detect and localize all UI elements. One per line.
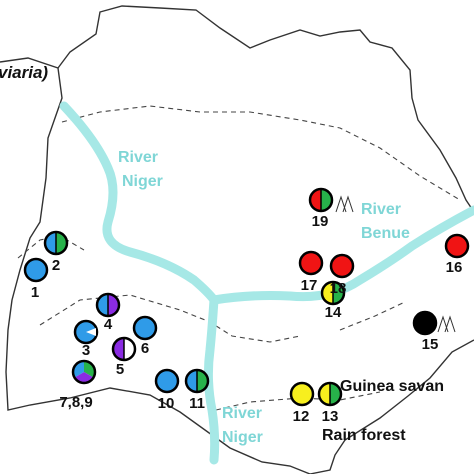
site-marker: 14	[320, 280, 346, 321]
zone-boundary	[61, 105, 461, 201]
hill-symbol	[437, 315, 456, 333]
site-label: 18	[330, 280, 347, 297]
country-border	[0, 57, 474, 474]
zone-label-rain-forest: Rain forest	[322, 427, 406, 444]
site-fill	[289, 381, 315, 407]
site-marker: 4	[95, 292, 121, 333]
site-outline	[111, 336, 137, 362]
river-benue	[209, 205, 474, 305]
zone-boundary	[39, 294, 301, 343]
site-label: 19	[312, 213, 329, 230]
site-label: 6	[141, 340, 149, 357]
river-label-benue: River	[361, 201, 401, 218]
river-label-benue: Benue	[361, 225, 410, 242]
site-fill	[444, 233, 470, 259]
site-label: 5	[116, 361, 124, 378]
site-fill	[329, 253, 355, 279]
site-label: 16	[446, 259, 463, 276]
site-outline	[43, 230, 69, 256]
site-marker: 3	[73, 319, 99, 359]
site-label: 4	[104, 316, 113, 333]
river-niger	[59, 101, 219, 305]
river-label-niger-lower: Niger	[222, 429, 263, 446]
map-title-fragment: viaria)	[0, 63, 48, 82]
river-label-niger-lower: River	[222, 405, 262, 422]
site-fill	[298, 250, 324, 276]
site-label: 13	[322, 408, 339, 425]
site-outline	[320, 280, 346, 306]
river-label-niger: River	[118, 149, 158, 166]
site-marker: 15	[412, 310, 439, 353]
river-niger-lower	[203, 295, 220, 465]
site-marker: 12	[289, 381, 315, 425]
site-label: 7,8,9	[59, 394, 92, 411]
hill-symbol	[335, 195, 354, 213]
site-marker: 1	[23, 257, 49, 301]
site-label: 1	[31, 284, 39, 301]
site-marker: 19	[308, 187, 334, 230]
site-marker: 5	[111, 336, 137, 378]
site-label: 11	[189, 395, 205, 412]
site-marker: 10	[154, 368, 180, 412]
country-border-north	[57, 5, 474, 213]
site-marker: 16	[444, 233, 470, 276]
site-marker: 6	[132, 315, 158, 357]
site-fill	[23, 257, 49, 283]
site-outline	[317, 381, 343, 407]
zone-boundary	[339, 301, 406, 331]
site-marker: 17	[298, 250, 324, 294]
site-label: 14	[325, 304, 342, 321]
site-label: 15	[422, 336, 439, 353]
site-marker: 13	[317, 381, 343, 425]
zone-label-guinea-savanna: Guinea savan	[340, 378, 444, 395]
site-label: 17	[301, 277, 318, 294]
site-outline	[71, 359, 97, 385]
site-marker: 7,8,9	[59, 359, 97, 411]
site-label: 10	[158, 395, 175, 412]
site-marker: 2	[43, 230, 69, 274]
site-outline	[184, 368, 210, 394]
site-outline	[95, 292, 121, 318]
site-marker: 11	[184, 368, 210, 412]
site-fill	[154, 368, 180, 394]
site-notch	[86, 328, 96, 336]
site-fill	[412, 310, 438, 336]
site-label: 3	[82, 342, 90, 359]
site-fill	[132, 315, 158, 341]
site-label: 12	[293, 408, 310, 425]
site-marker: 18	[329, 253, 355, 297]
site-label: 2	[52, 257, 60, 274]
site-outline	[308, 187, 334, 213]
river-label-niger: Niger	[122, 173, 163, 190]
